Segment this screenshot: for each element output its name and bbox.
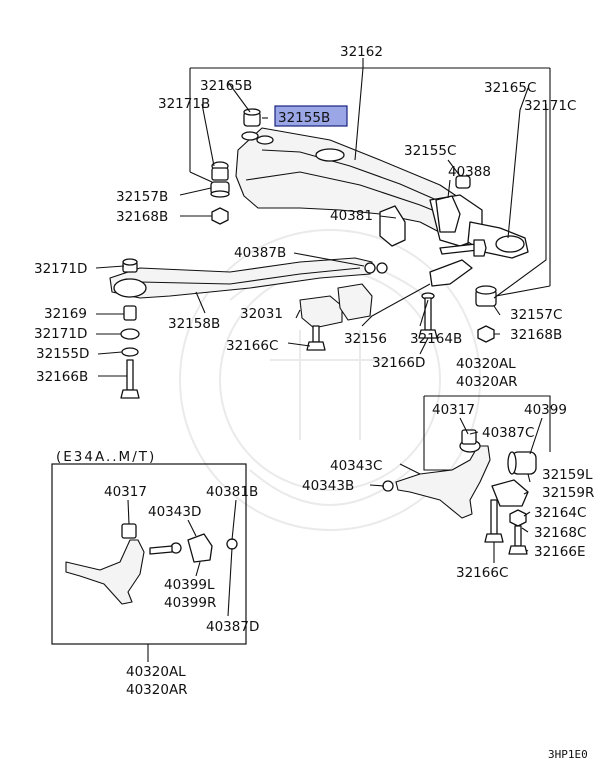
label-32159l[interactable]: 32159L bbox=[542, 467, 593, 483]
label-32171b[interactable]: 32171B bbox=[158, 96, 210, 112]
label-32155b[interactable]: 32155B bbox=[278, 110, 330, 126]
diagram-code: 3HP1E0 bbox=[548, 748, 588, 761]
nut-40387b[interactable] bbox=[364, 262, 388, 274]
label-40317-inset[interactable]: 40317 bbox=[104, 484, 147, 500]
label-40343c[interactable]: 40343C bbox=[330, 458, 382, 474]
label-40388[interactable]: 40388 bbox=[448, 164, 491, 180]
label-40343b[interactable]: 40343B bbox=[302, 478, 354, 494]
leader-lines bbox=[95, 58, 551, 662]
bushing-32159[interactable] bbox=[491, 479, 529, 507]
label-40399[interactable]: 40399 bbox=[524, 402, 567, 418]
label-32157c[interactable]: 32157C bbox=[510, 307, 562, 323]
label-32157b[interactable]: 32157B bbox=[116, 189, 168, 205]
nut-32168b-left[interactable] bbox=[211, 207, 229, 225]
label-32155d[interactable]: 32155D bbox=[36, 346, 89, 362]
washer-32155d[interactable] bbox=[121, 347, 139, 357]
bushing-32157c[interactable] bbox=[475, 285, 497, 307]
label-40387b[interactable]: 40387B bbox=[234, 245, 286, 261]
bolt-40381b[interactable] bbox=[149, 545, 173, 555]
label-32168b-right[interactable]: 32168B bbox=[510, 327, 562, 343]
label-40387c[interactable]: 40387C bbox=[482, 425, 534, 441]
label-40381[interactable]: 40381 bbox=[330, 208, 373, 224]
lower-arm-inset[interactable] bbox=[65, 523, 145, 605]
label-32164b[interactable]: 32164B bbox=[410, 331, 462, 347]
label-32169[interactable]: 32169 bbox=[44, 306, 87, 322]
label-40320ar-bottom[interactable]: 40320AR bbox=[126, 682, 188, 698]
washer-40343b[interactable] bbox=[382, 480, 394, 492]
bolt-32166d[interactable] bbox=[418, 292, 438, 339]
label-40399r[interactable]: 40399R bbox=[164, 595, 216, 611]
label-32171d-mid[interactable]: 32171D bbox=[34, 326, 87, 342]
label-40343d[interactable]: 40343D bbox=[148, 504, 201, 520]
mount-32031[interactable] bbox=[299, 283, 373, 329]
label-32166d[interactable]: 32166D bbox=[372, 355, 425, 371]
label-40399l[interactable]: 40399L bbox=[164, 577, 215, 593]
label-32168b-left[interactable]: 32168B bbox=[116, 209, 168, 225]
label-40381b[interactable]: 40381B bbox=[206, 484, 258, 500]
label-32162[interactable]: 32162 bbox=[340, 44, 383, 60]
label-32171d-top[interactable]: 32171D bbox=[34, 261, 87, 277]
lower-arm-right[interactable] bbox=[395, 429, 491, 519]
bolt-32166c-center[interactable] bbox=[306, 325, 326, 351]
label-32164c[interactable]: 32164C bbox=[534, 505, 586, 521]
label-32158b[interactable]: 32158B bbox=[168, 316, 220, 332]
bracket-40388[interactable] bbox=[435, 195, 461, 233]
label-32166b[interactable]: 32166B bbox=[36, 369, 88, 385]
mount-32171b[interactable] bbox=[211, 161, 229, 181]
bolt-32166b[interactable] bbox=[120, 359, 140, 399]
nut-40387d[interactable] bbox=[226, 538, 238, 550]
bracket-32156[interactable] bbox=[429, 259, 473, 287]
label-32165c[interactable]: 32165C bbox=[484, 80, 536, 96]
bushing-32157b[interactable] bbox=[210, 181, 230, 198]
inset-title: (E34A..M/T) bbox=[56, 449, 156, 465]
mount-32171d-mid[interactable] bbox=[120, 328, 140, 340]
nut-32168b-right[interactable] bbox=[477, 325, 495, 343]
lateral-brace[interactable] bbox=[109, 257, 373, 299]
label-32159r[interactable]: 32159R bbox=[542, 485, 594, 501]
inset-frame bbox=[51, 463, 247, 645]
label-32156[interactable]: 32156 bbox=[344, 331, 387, 347]
bolt-32166e[interactable] bbox=[508, 509, 528, 555]
bushing-40399-inset[interactable] bbox=[187, 533, 213, 563]
label-32155c[interactable]: 32155C bbox=[404, 143, 456, 159]
label-40320al-bottom[interactable]: 40320AL bbox=[126, 664, 186, 680]
label-40387d[interactable]: 40387D bbox=[206, 619, 259, 635]
label-32031[interactable]: 32031 bbox=[240, 306, 283, 322]
label-32168c[interactable]: 32168C bbox=[534, 525, 586, 541]
label-32166e[interactable]: 32166E bbox=[534, 544, 585, 560]
label-32165b[interactable]: 32165B bbox=[200, 78, 252, 94]
label-32166c-center[interactable]: 32166C bbox=[226, 338, 278, 354]
bushing-32155c[interactable] bbox=[455, 175, 471, 189]
part-labels: 32162 32165B 32171B 32155B 32165C 32171C… bbox=[34, 44, 594, 761]
label-32166c-right[interactable]: 32166C bbox=[456, 565, 508, 581]
label-40317-right[interactable]: 40317 bbox=[432, 402, 475, 418]
label-40320ar-top[interactable]: 40320AR bbox=[456, 374, 518, 390]
bolt-32166c-right[interactable] bbox=[484, 499, 504, 543]
mount-32171d-top[interactable] bbox=[122, 258, 138, 273]
highlight-box-32155b bbox=[274, 105, 348, 127]
spacer-32169[interactable] bbox=[123, 305, 137, 321]
bushing-32155b[interactable] bbox=[243, 108, 261, 127]
label-32171c[interactable]: 32171C bbox=[524, 98, 576, 114]
label-40320al-top[interactable]: 40320AL bbox=[456, 356, 516, 372]
bushing-40399[interactable] bbox=[507, 451, 537, 475]
bushing-32165b[interactable] bbox=[241, 131, 259, 141]
bolt-40381[interactable] bbox=[439, 239, 487, 257]
